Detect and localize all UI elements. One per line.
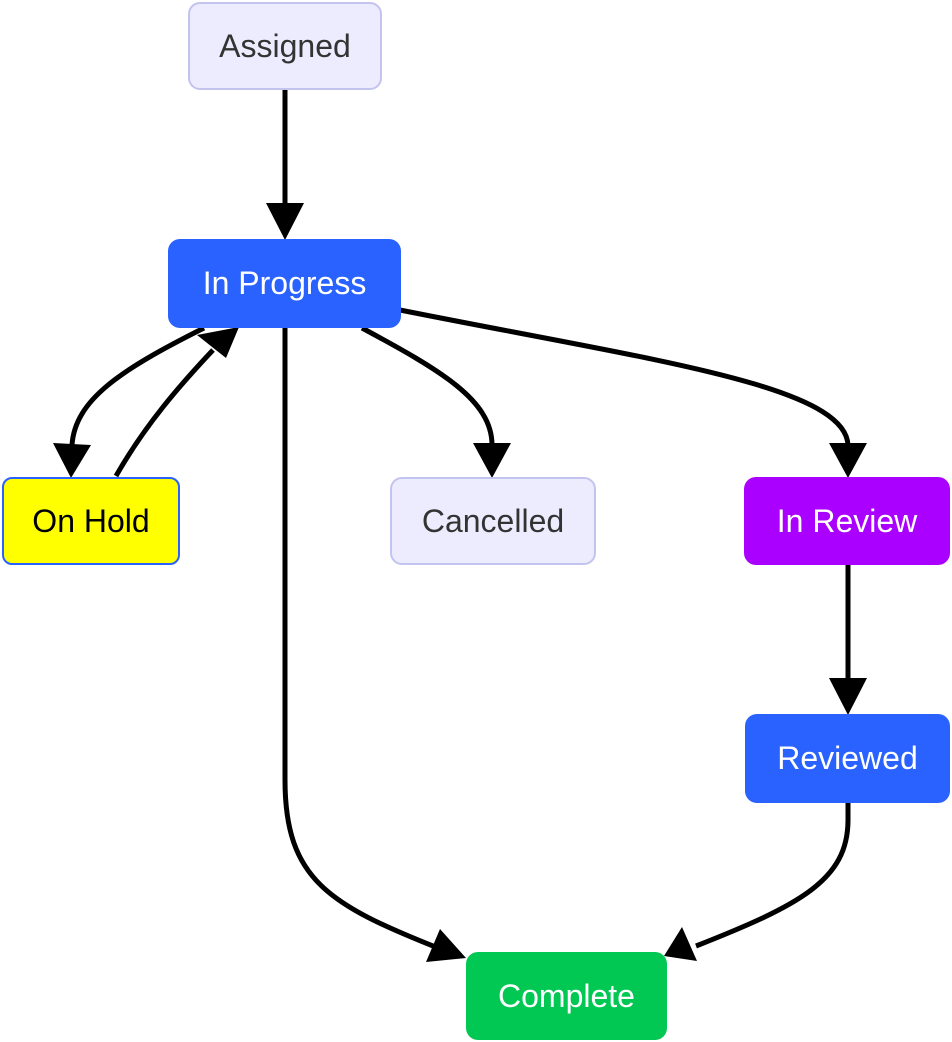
arrowhead-reviewed-from-in-review — [829, 678, 867, 715]
node-in-progress-label: In Progress — [202, 265, 367, 301]
node-cancelled: Cancelled — [390, 477, 596, 565]
node-in-progress: In Progress — [168, 239, 401, 328]
node-cancelled-label: Cancelled — [421, 502, 565, 539]
arrowhead-in-review-from-in-progress — [829, 443, 867, 478]
node-in-review: In Review — [744, 477, 950, 565]
arrowhead-complete-from-reviewed — [664, 927, 697, 961]
edge-on-hold-to-in-progress — [113, 348, 215, 478]
edge-in-progress-to-in-review — [399, 307, 851, 446]
node-reviewed-label: Reviewed — [777, 740, 918, 776]
arrowhead-in-progress-from-on-hold — [197, 327, 239, 358]
node-assigned: Assigned — [188, 2, 382, 90]
node-complete: Complete — [466, 952, 667, 1040]
arrowhead-in-progress-from-assigned — [266, 203, 304, 240]
node-complete-label: Complete — [498, 977, 635, 1014]
arrowhead-complete-from-in-progress — [426, 929, 466, 962]
arrowhead-on-hold-from-in-progress — [53, 443, 91, 478]
node-assigned-label: Assigned — [219, 27, 351, 64]
edge-in-progress-to-cancelled — [360, 325, 495, 446]
node-on-hold-label: On Hold — [32, 502, 150, 539]
arrowhead-cancelled-from-in-progress — [473, 443, 511, 478]
node-on-hold: On Hold — [2, 477, 180, 565]
node-reviewed: Reviewed — [745, 714, 950, 803]
edge-reviewed-to-complete — [695, 803, 851, 949]
node-in-review-label: In Review — [776, 502, 918, 539]
edge-in-progress-to-complete — [282, 328, 439, 951]
edge-in-progress-to-on-hold — [69, 325, 206, 446]
